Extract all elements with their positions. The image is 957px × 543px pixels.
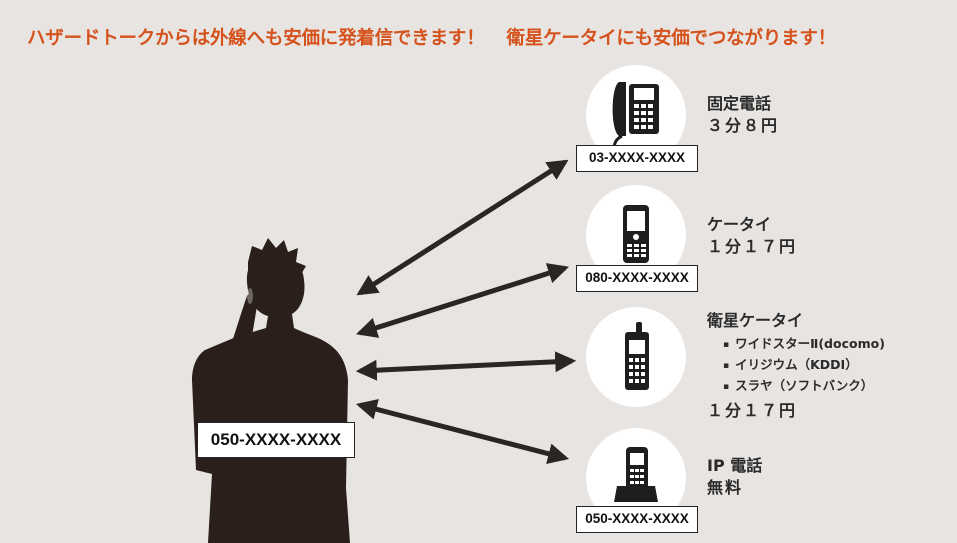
carrier-item: ワイドスターⅡ(docomo): [723, 334, 885, 355]
ip-phone-icon: [614, 447, 658, 502]
satellite-price: １分１７円: [707, 401, 798, 420]
mobile-phone-icon: [623, 205, 649, 263]
landline-phone-icon: [612, 82, 659, 152]
arrow-to-mobile: [355, 263, 570, 338]
ip-phone-price: 無料: [707, 478, 744, 497]
mobile-price: １分１７円: [707, 237, 798, 256]
landline-label: 固定電話 ３分８円: [707, 93, 779, 137]
ip-phone-number-box: 050-XXXX-XXXX: [576, 506, 698, 533]
headline-part2: 衛星ケータイにも安価でつながります！: [506, 28, 837, 49]
landline-price: ３分８円: [707, 116, 780, 135]
handset-at-ear: [247, 288, 253, 304]
arrow-to-landline: [356, 159, 569, 296]
headline: ハザードトークからは外線へも安価に発着信できます！ 衛星ケータイにも安価でつながり…: [27, 24, 836, 50]
satellite-name: 衛星ケータイ: [707, 311, 804, 330]
caller-number-box: 050-XXXX-XXXX: [197, 422, 355, 458]
mobile-name: ケータイ: [707, 215, 772, 234]
landline-name: 固定電話: [707, 94, 772, 113]
satellite-carrier-list: ワイドスターⅡ(docomo) イリジウム（KDDI） スラヤ（ソフトバンク）: [707, 334, 885, 397]
ip-phone-label: IP 電話 無料: [707, 455, 762, 499]
carrier-item: スラヤ（ソフトバンク）: [723, 376, 885, 397]
arrow-to-ip-phone: [355, 399, 570, 464]
person-silhouette: [192, 238, 350, 543]
satellite-phone-icon: [625, 322, 649, 390]
mobile-label: ケータイ １分１７円: [707, 214, 797, 258]
mobile-number-box: 080-XXXX-XXXX: [576, 265, 698, 292]
ip-phone-name: IP 電話: [707, 456, 763, 475]
arrow-to-satellite: [355, 351, 577, 381]
landline-number-box: 03-XXXX-XXXX: [576, 145, 698, 172]
headline-part1: ハザードトークからは外線へも安価に発着信できます！: [27, 28, 485, 49]
carrier-item: イリジウム（KDDI）: [723, 355, 885, 376]
satellite-label: 衛星ケータイ ワイドスターⅡ(docomo) イリジウム（KDDI） スラヤ（ソ…: [707, 310, 885, 422]
